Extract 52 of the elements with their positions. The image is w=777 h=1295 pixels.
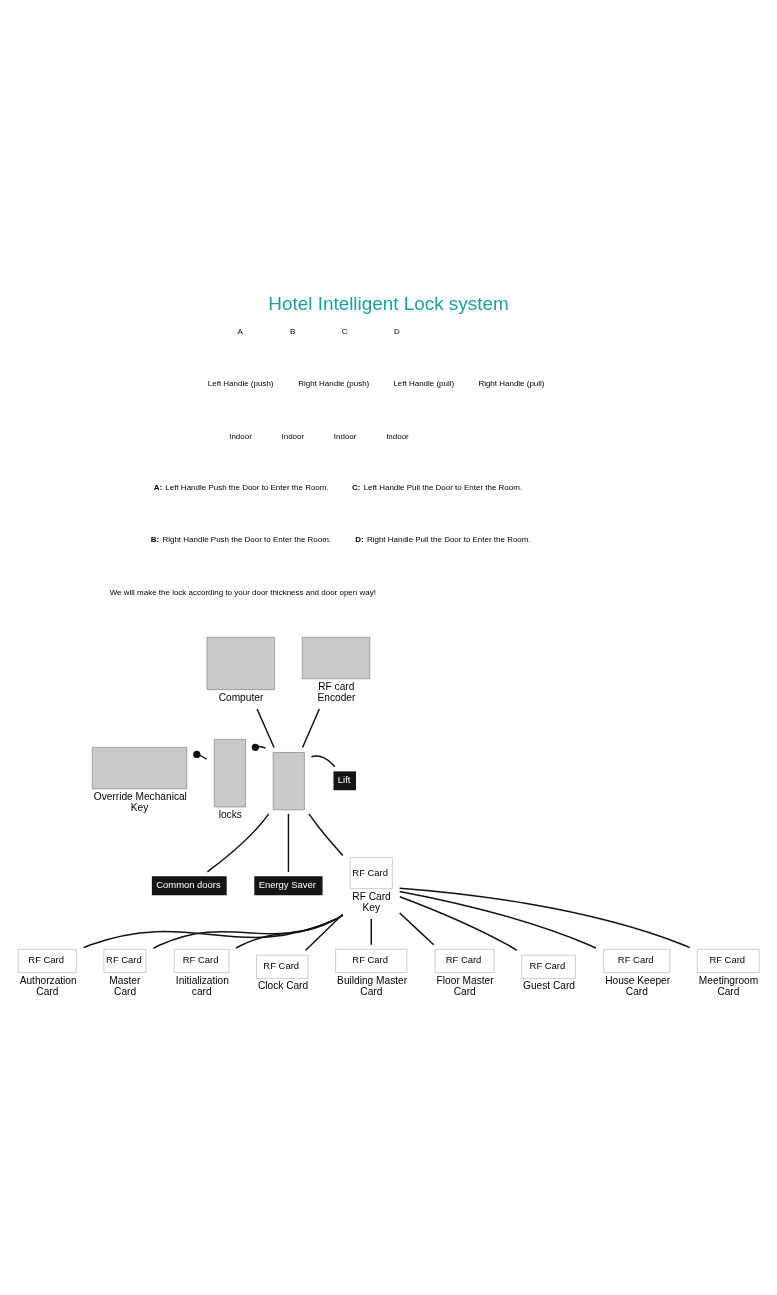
node-label: Override Mechanical Key [93,790,187,813]
label: C [341,326,348,336]
connector [370,918,372,946]
label: Left Handle (pull) [393,379,455,389]
label: Indoor [229,431,252,441]
label: B [289,326,296,336]
connector [399,896,518,952]
node-label: Clock Card [257,980,309,992]
label: Indoor [281,431,305,441]
node-label: Computer [218,691,264,703]
connector [152,914,344,949]
connector [398,887,691,949]
connector [235,914,344,949]
label: Indoor [333,431,357,441]
node-label: Floor Master Card [436,974,494,997]
label: B: Right Handle Push the Door to Enter the Room. [150,535,332,545]
node-box: Lift [333,771,356,791]
label: Left Handle (push) [207,379,274,389]
label: D [394,326,400,336]
label: C: Left Handle Pull the Door to Enter the Room. [352,483,523,493]
label: Indoor [386,431,409,441]
diagram-title: Hotel Intelligent Lock system [268,292,509,314]
label: Right Handle (pull) [478,379,545,389]
connector [301,708,320,749]
node-label: Meetingroom Card [698,974,759,997]
connector [308,813,344,857]
connector [256,708,275,749]
label: We will make the lock according to your door thickness and door open way! [109,588,376,598]
node-label: RF Card Key [352,890,391,913]
connector [310,755,336,768]
connector [398,890,597,949]
connector [82,914,344,949]
label: D: Right Handle Pull the Door to Enter the Room. [355,535,531,545]
node-label: locks [218,809,242,820]
connector [251,743,267,751]
node-label: House Keeper Card [605,974,671,997]
node-box: Energy Saver [254,876,323,896]
node-label: RF card Encoder [317,680,356,703]
connector [206,813,270,873]
label: A [237,326,243,336]
node-label: Master Card [109,974,141,997]
connector [287,813,290,873]
connector [304,913,344,951]
label: Right Handle (push) [298,379,370,389]
node-label: Authorzation Card [19,974,77,997]
node-label: Guest Card [523,980,576,992]
connector [398,912,435,946]
node-label: Initialization card [175,974,229,997]
label: A: Left Handle Push the Door to Enter the Room. [153,483,329,493]
node-label: Building Master Card [337,974,408,997]
node-box: Common doors [151,876,227,896]
connector [193,750,208,760]
